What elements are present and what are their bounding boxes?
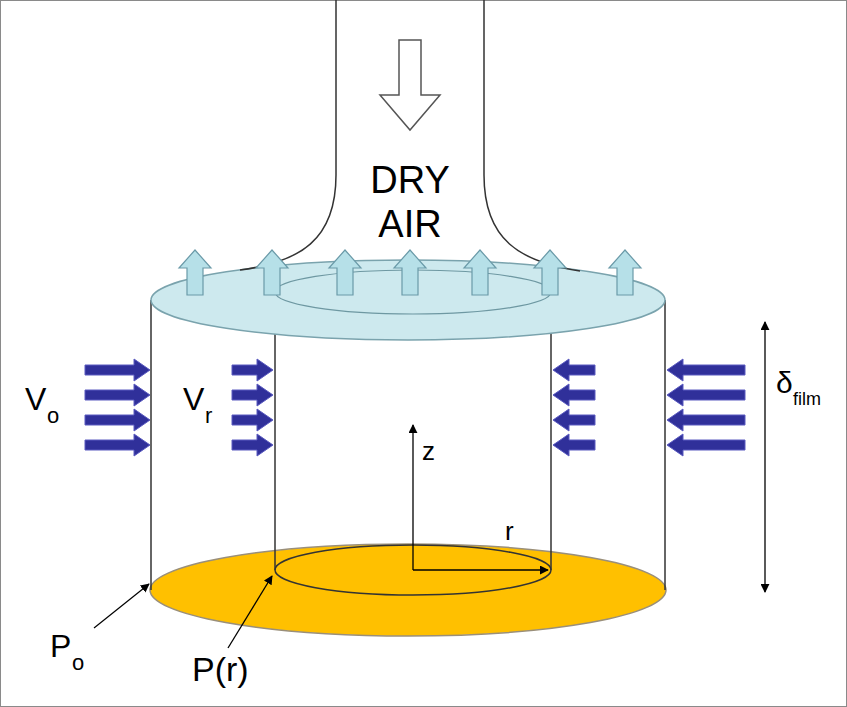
nozzle-flow: DRY AIR [338, 158, 482, 246]
velocity-symbol: V [25, 383, 46, 415]
leader-line [94, 584, 149, 628]
substrate-disc [150, 544, 666, 636]
pressure-symbol: P [50, 630, 71, 662]
subscript: o [47, 405, 59, 427]
evaporation-arrows [179, 250, 641, 295]
axis-label: z [422, 438, 435, 464]
nozzle-wall [240, 0, 336, 270]
pressure-symbol: P(r) [192, 652, 249, 686]
velocity-symbol: V [183, 383, 204, 415]
leader-line [228, 576, 272, 648]
z-axis [412, 425, 413, 570]
thickness-dimension [764, 322, 765, 592]
nozzle-wall [484, 0, 580, 271]
outer-wall [664, 300, 666, 590]
r-axis [413, 569, 548, 570]
inflow-arrows [85, 359, 745, 456]
node-text: DRY AIR [338, 158, 482, 246]
thickness-symbol: δ [776, 368, 793, 398]
subscript: o [72, 652, 84, 674]
subscript: film [793, 390, 821, 408]
subscript: r [205, 405, 212, 427]
axis-label: r [505, 518, 514, 544]
flow-arrow [380, 40, 440, 130]
